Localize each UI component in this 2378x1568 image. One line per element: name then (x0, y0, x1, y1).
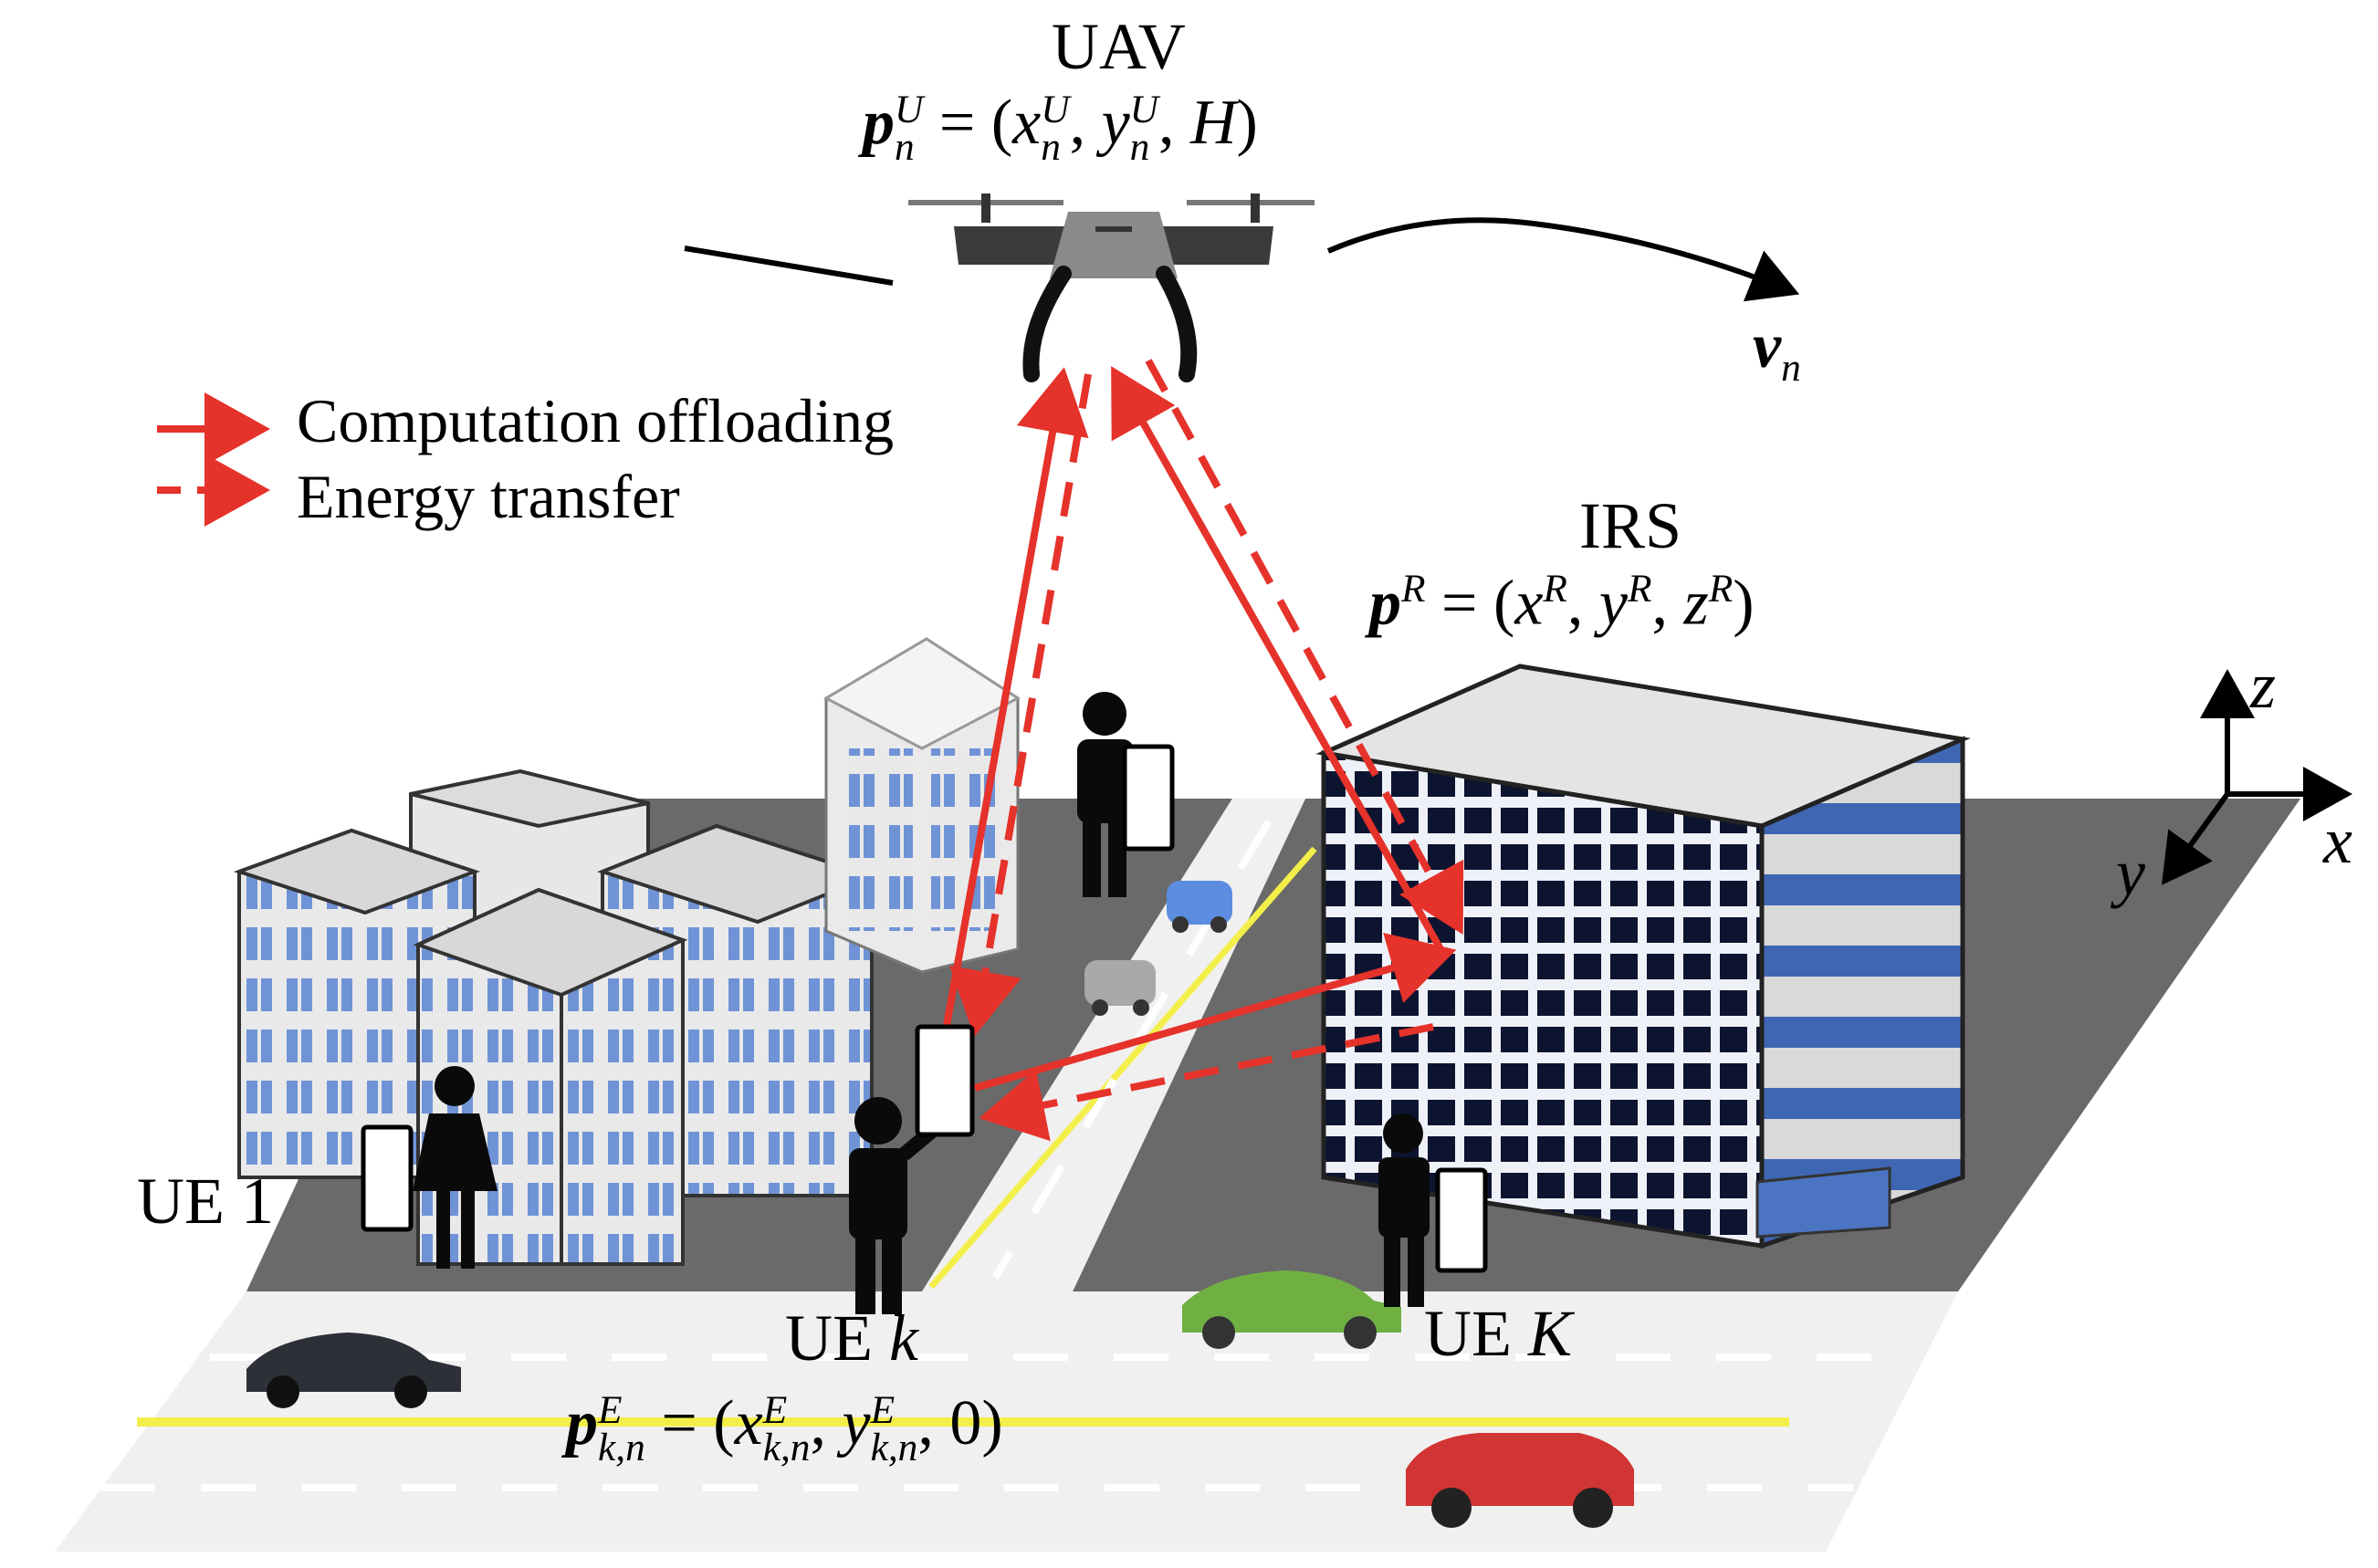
irs-rhs-z: z (1683, 568, 1709, 639)
car-gray (1084, 960, 1156, 1016)
uav-trajectory-future (1326, 217, 1800, 302)
uav-rhs-x: x (1012, 88, 1042, 158)
uav-rhs-y-sub: n (1129, 124, 1150, 169)
car-green (1182, 1270, 1401, 1349)
irs-rhs-y-sup: R (1627, 567, 1652, 611)
velocity-sub: n (1781, 346, 1801, 390)
uav-velocity-label: vn (1753, 310, 1801, 391)
offload-to-irs (973, 933, 1457, 1092)
legend-offloading-label: Computation offloading (297, 386, 895, 455)
road-yellow-line-v (928, 846, 1317, 1290)
offload-irs-to-uav (1111, 366, 1444, 951)
irs-rhs-z-sup: R (1708, 567, 1734, 611)
irs-pos-sup: R (1401, 567, 1426, 611)
uav-rhs-x-sup: U (1041, 87, 1070, 131)
uav-pos-sup: U (895, 87, 924, 131)
person-ueK (1378, 1113, 1488, 1307)
energy-irs-to-ue (979, 1023, 1434, 1142)
uek-label: UE k (785, 1301, 918, 1376)
person-uek (849, 1024, 975, 1314)
irs-pos-vector: p (1369, 568, 1401, 639)
car-blue (1167, 881, 1232, 933)
irs-title: IRS (1579, 489, 1682, 562)
car-red (1406, 1433, 1634, 1528)
ue-pos-sub: k,n (598, 1425, 645, 1469)
uav-rhs-x-sub: n (1041, 124, 1061, 169)
ueK-label: UE K (1424, 1296, 1572, 1372)
ue1-label: UE 1 (137, 1165, 274, 1238)
axis-y-label: y (2116, 836, 2145, 909)
uav-drone (908, 193, 1315, 382)
car-dark (246, 1333, 461, 1408)
irs-rhs-x-sup: R (1543, 567, 1567, 611)
uav-rhs-z: H (1189, 88, 1237, 158)
ueK-symbol: K (1527, 1297, 1573, 1370)
ue-pos-vector: p (566, 1388, 598, 1458)
uav-pos-vector: p (863, 88, 895, 158)
uav-rhs-y-sup: U (1129, 87, 1158, 131)
links (941, 359, 1464, 1142)
ueK-prefix: UE (1424, 1297, 1528, 1370)
ue-rhs-y-sup: E (870, 1387, 896, 1432)
ue-pos-sup: E (598, 1387, 623, 1432)
irs-annex (1755, 1166, 1891, 1239)
energy-direct (949, 373, 1092, 1037)
irs-rhs-x: x (1514, 568, 1544, 639)
axis-z-label: z (2250, 649, 2277, 722)
ue-rhs-x: x (734, 1388, 763, 1458)
ue-rhs-z: 0 (949, 1388, 982, 1458)
uek-prefix: UE (785, 1301, 889, 1375)
person-tower (1077, 692, 1175, 897)
axis-y-arrow (2161, 792, 2230, 885)
uav-title: UAV (1052, 10, 1186, 83)
uav-trajectory-past (684, 246, 894, 286)
legend-energy-label: Energy transfer (297, 462, 680, 531)
uek-symbol: k (888, 1301, 918, 1375)
ue-rhs-y: y (842, 1388, 871, 1458)
irs-position-equation: pR = (xR, yR, zR) (1369, 567, 1755, 639)
uav-rhs-y: y (1101, 88, 1130, 158)
irs-rhs-y: y (1598, 568, 1628, 639)
coordinate-axes (2161, 669, 2352, 885)
ue-rhs-x-sub: k,n (762, 1425, 811, 1469)
offload-direct (941, 367, 1089, 1037)
ue-rhs-y-sub: k,n (870, 1425, 918, 1469)
ue-rhs-x-sup: E (762, 1387, 788, 1432)
person-ue1 (361, 1066, 498, 1269)
axis-x-label: x (2323, 804, 2352, 877)
uav-pos-sub: n (895, 124, 915, 169)
velocity-vector: v (1753, 311, 1782, 382)
